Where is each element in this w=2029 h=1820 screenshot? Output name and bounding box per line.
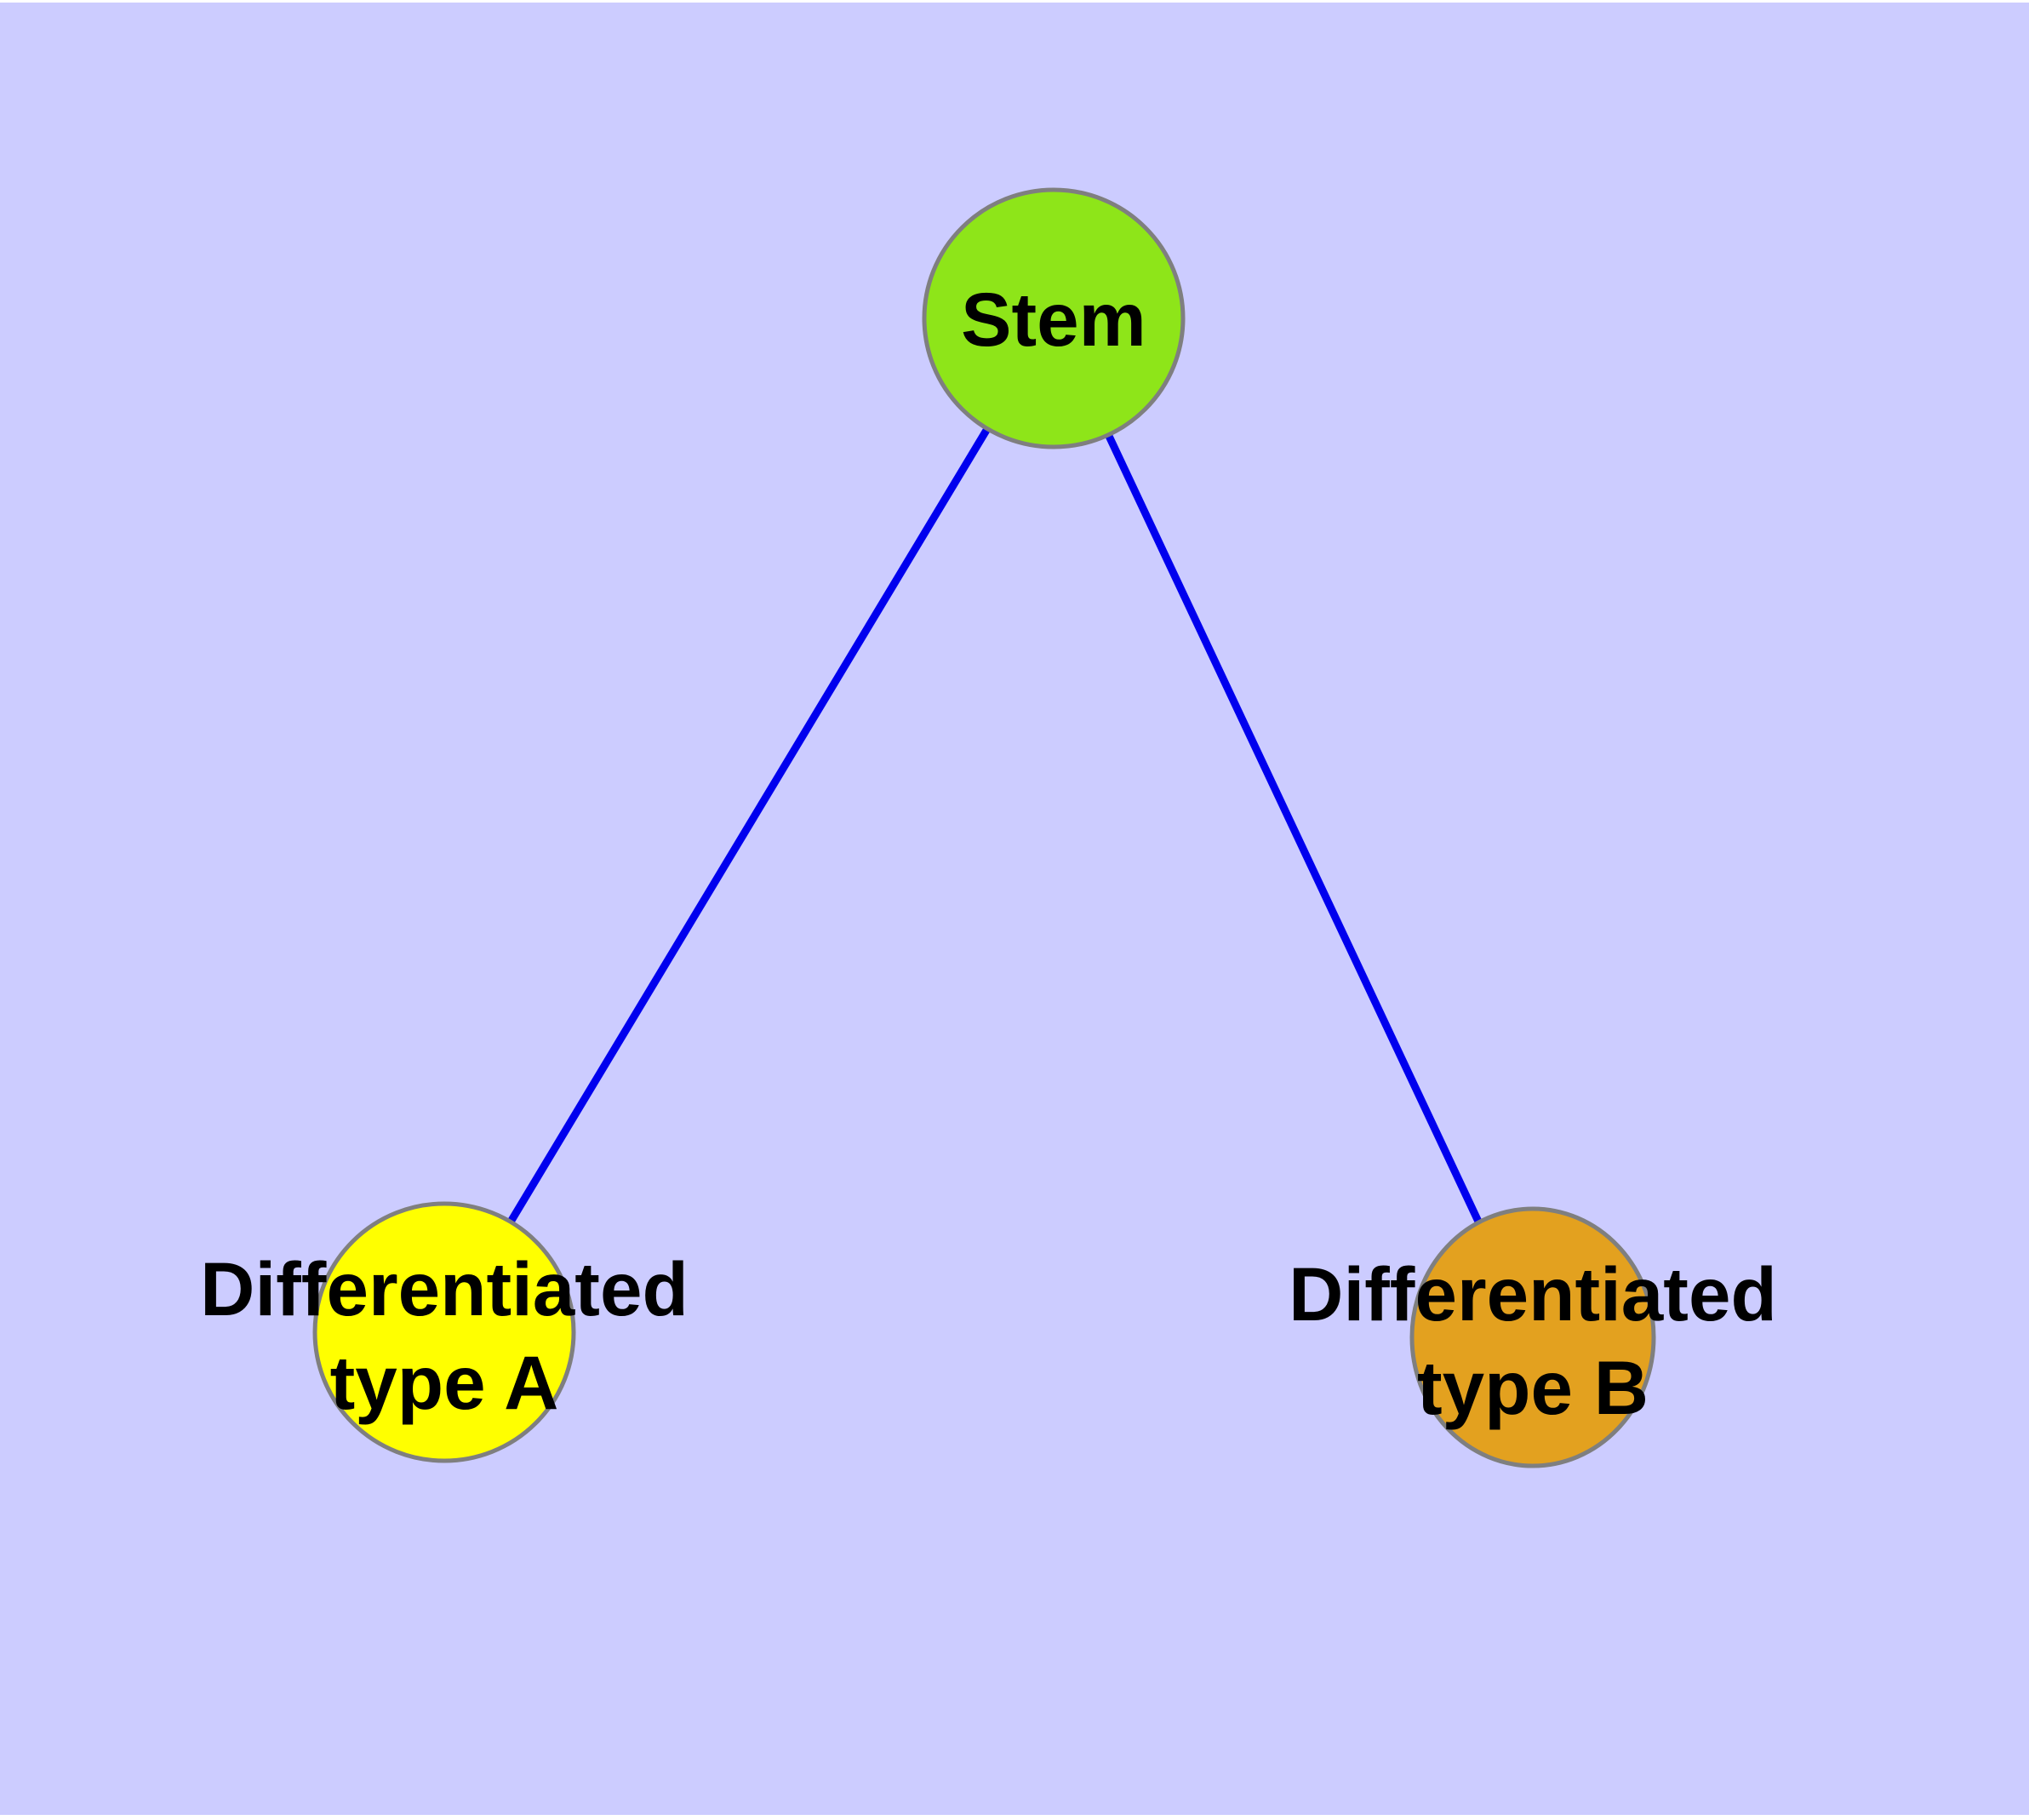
- node-type-b-label-line2: type B: [1417, 1345, 1649, 1430]
- node-stem-label: Stem: [961, 277, 1146, 362]
- edge-stem-to-type-b: [1049, 317, 1537, 1339]
- node-type-b-label-line1: Differentiated: [1289, 1251, 1777, 1336]
- node-type-a-label-line2: type A: [330, 1340, 559, 1425]
- edge-stem-to-type-a: [441, 316, 1057, 1335]
- node-stem: [922, 187, 1186, 449]
- node-type-a: [312, 1201, 576, 1463]
- node-type-a-label-line1: Differentiated: [200, 1246, 689, 1331]
- node-type-b: [1409, 1206, 1656, 1468]
